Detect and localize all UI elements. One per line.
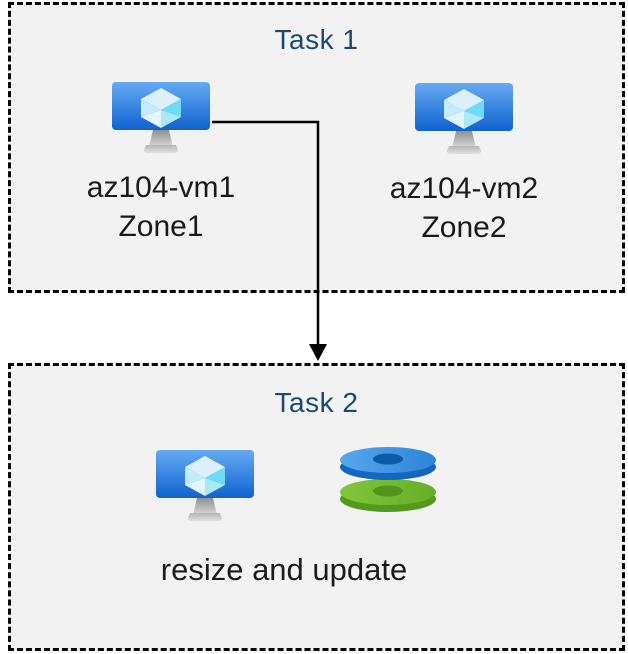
vm-zone-label: Zone2 <box>421 211 507 244</box>
virtual-machine-icon <box>112 82 210 156</box>
virtual-machine-icon <box>415 83 513 157</box>
task2-group-box: Task 2 resize and update <box>8 363 625 651</box>
managed-disks-icon <box>338 447 438 513</box>
vm-name-label: az104-vm2 <box>389 172 539 205</box>
task1-group-box: Task 1 az104-vm1 Zone1 az104-vm2 Zone2 <box>8 2 625 293</box>
vm-name-label: az104-vm1 <box>86 171 236 204</box>
vm-zone-label: Zone1 <box>118 210 204 243</box>
virtual-machine-icon <box>156 450 254 524</box>
resize-caption: resize and update <box>160 552 408 587</box>
task1-title: Task 1 <box>274 24 359 55</box>
vm-node-az104-vm2: az104-vm2 Zone2 <box>364 83 564 247</box>
vm-node-az104-vm1: az104-vm1 Zone1 <box>61 82 261 246</box>
task2-title: Task 2 <box>274 387 359 418</box>
